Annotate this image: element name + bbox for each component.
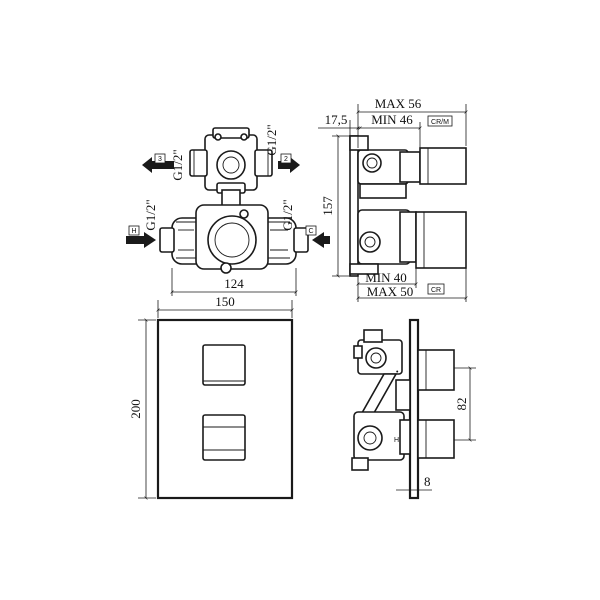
- inlet-hot-arrow-icon: H: [126, 225, 156, 248]
- outlet-2-arrow-icon: 2: [278, 153, 300, 173]
- thread-label-upper-left: G1/2": [170, 149, 185, 180]
- port-label-3: 3: [158, 156, 162, 163]
- dim-max-56: MAX 56: [375, 96, 422, 111]
- dim-min-40: MIN 40: [365, 270, 407, 285]
- port-label-2: 2: [284, 156, 288, 163]
- side-view-bottom: • H 82 8: [351, 318, 476, 500]
- port-label-c: C: [308, 228, 313, 235]
- marker-h: H: [394, 437, 399, 444]
- side-view-top: MAX 56 17,5 MIN 46 CR/M 157 MIN 40 MAX 5…: [318, 96, 468, 302]
- dim-150: 150: [215, 294, 235, 309]
- marker-dot: •: [396, 369, 399, 376]
- dim-8: 8: [424, 474, 431, 489]
- front-view-plate: 150 200: [128, 294, 294, 500]
- dim-200: 200: [128, 399, 143, 419]
- top-view-valve: 3 2 G1/2" G1/2": [126, 124, 330, 296]
- finish-label-crm: CR/M: [431, 119, 449, 126]
- dim-17-5: 17,5: [325, 112, 348, 127]
- dim-max-50: MAX 50: [367, 284, 414, 299]
- diverter-knob: [202, 344, 246, 386]
- dim-124: 124: [224, 276, 244, 291]
- thread-label-upper-right: G1/2": [264, 124, 279, 155]
- dim-min-46: MIN 46: [371, 112, 413, 127]
- finish-label-cr: CR: [431, 287, 441, 294]
- port-label-h: H: [131, 228, 136, 235]
- inlet-cold-arrow-icon: C: [305, 225, 330, 248]
- dim-157: 157: [320, 196, 335, 216]
- side-plate: [408, 318, 420, 500]
- outlet-3-arrow-icon: 3: [142, 153, 174, 173]
- thread-label-lower-right: G1/2": [280, 199, 295, 230]
- thermostat-knob: [202, 414, 246, 461]
- dim-82: 82: [454, 398, 469, 411]
- thread-label-lower-left: G1/2": [143, 199, 158, 230]
